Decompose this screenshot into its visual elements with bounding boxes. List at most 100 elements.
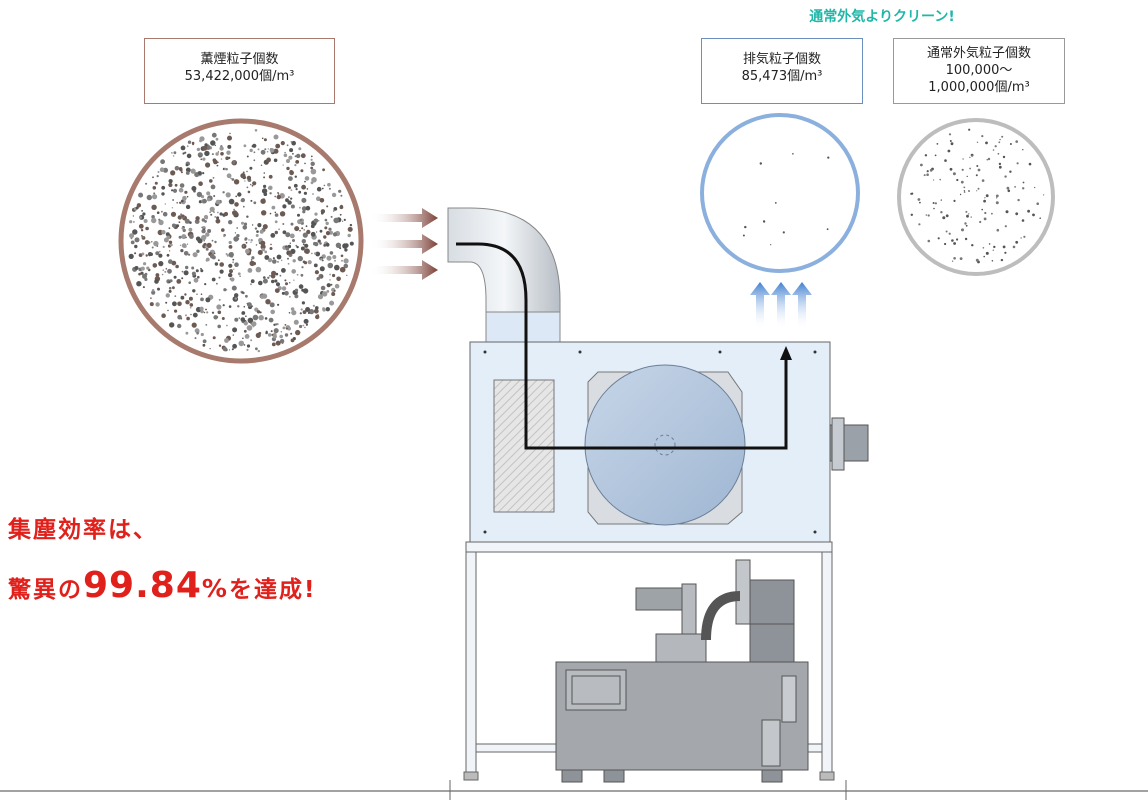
particle-dot xyxy=(198,200,202,204)
exhaust-particle-title: 排気粒子個数 xyxy=(742,52,821,67)
particle-dot xyxy=(209,211,211,213)
particle-dot xyxy=(180,295,185,300)
particle-dot xyxy=(221,228,225,232)
particle-dot xyxy=(339,213,342,216)
efficiency-line2: 驚異の99.84%を達成! xyxy=(8,565,316,606)
particle-dot xyxy=(266,150,269,153)
particle-dot xyxy=(211,153,214,156)
particle-dot xyxy=(206,191,211,196)
particle-dot xyxy=(246,344,251,348)
particle-dot xyxy=(201,229,206,234)
particle-dot xyxy=(241,243,247,249)
particle-dot xyxy=(157,171,160,173)
particle-dot xyxy=(159,167,165,172)
particle-dot xyxy=(310,231,316,237)
particle-dot xyxy=(272,259,277,264)
particle-dot xyxy=(151,241,153,243)
particle-dot xyxy=(219,262,224,267)
exhaust-particle-circle xyxy=(700,113,860,273)
particle-dot xyxy=(281,286,287,291)
particle-dot xyxy=(992,249,994,251)
particle-dot xyxy=(296,245,299,249)
particle-dot xyxy=(945,214,949,218)
particle-dot xyxy=(333,217,340,224)
particle-dot xyxy=(303,318,309,324)
particle-dot xyxy=(299,312,302,315)
particle-dot xyxy=(229,269,233,274)
particle-dot xyxy=(250,279,255,284)
particle-dot xyxy=(294,226,300,232)
particle-dot xyxy=(273,328,279,334)
particle-dot xyxy=(181,227,184,230)
particle-dot xyxy=(155,251,160,256)
particle-dot xyxy=(288,312,291,314)
particle-dot xyxy=(976,190,978,192)
particle-dot xyxy=(286,159,290,163)
particle-dot xyxy=(199,306,204,311)
particle-dot xyxy=(185,167,191,173)
particle-dot xyxy=(934,202,938,205)
particle-dot xyxy=(257,349,260,353)
particle-dot xyxy=(217,259,220,262)
particle-dot xyxy=(205,324,208,326)
particle-dot xyxy=(161,313,166,319)
particle-dot xyxy=(991,260,994,262)
particle-dot xyxy=(996,228,1000,232)
particle-dot xyxy=(166,235,170,239)
particle-dot xyxy=(983,217,987,221)
particle-dot xyxy=(291,269,297,274)
particle-dot xyxy=(251,321,257,327)
particle-dot xyxy=(937,237,940,240)
particle-dot xyxy=(188,296,193,301)
outside-particles xyxy=(910,128,1045,264)
particle-dot xyxy=(142,286,145,289)
particle-dot xyxy=(201,226,203,228)
particle-dot xyxy=(328,227,332,231)
particle-dot xyxy=(942,216,946,220)
particle-dot xyxy=(992,149,995,151)
particle-dot xyxy=(230,177,232,180)
particle-dot xyxy=(161,230,166,235)
particle-dot xyxy=(255,244,258,246)
particle-dot xyxy=(332,255,337,259)
particle-dot xyxy=(174,309,178,313)
particle-dot xyxy=(251,256,255,260)
headline-clean: 通常外気よりクリーン! xyxy=(809,9,955,25)
particle-dot xyxy=(246,348,249,351)
particle-dot xyxy=(136,281,142,287)
efficiency-percent: % xyxy=(201,574,229,603)
particle-dot xyxy=(1039,217,1041,219)
particle-dot xyxy=(966,214,969,218)
particle-dot xyxy=(295,329,301,336)
particle-dot xyxy=(953,199,956,202)
particle-dot xyxy=(221,317,225,320)
particle-dot xyxy=(200,158,203,161)
particle-dot xyxy=(145,226,149,231)
particle-dot xyxy=(1022,187,1025,190)
particle-dot xyxy=(258,280,263,286)
particle-dot xyxy=(332,210,335,212)
particle-dot xyxy=(197,275,200,279)
particle-dot xyxy=(293,279,295,281)
particle-dot xyxy=(206,242,212,248)
particle-dot xyxy=(212,336,216,340)
particle-dot xyxy=(200,297,204,302)
particle-dot xyxy=(176,224,180,228)
particle-dot xyxy=(316,186,322,192)
particle-dot xyxy=(289,148,294,153)
particle-dot xyxy=(256,310,261,314)
particle-dot xyxy=(202,145,208,151)
particle-dot xyxy=(317,294,324,300)
particle-dot xyxy=(172,188,178,193)
particle-dot xyxy=(264,148,267,151)
particle-dot xyxy=(155,302,160,307)
particle-dot xyxy=(287,200,292,205)
particle-dot xyxy=(297,255,303,262)
particle-dot xyxy=(155,273,160,277)
particle-dot xyxy=(299,229,301,232)
particle-dot xyxy=(169,279,173,283)
particle-dot xyxy=(247,216,249,218)
particle-dot xyxy=(171,223,176,228)
particle-dot xyxy=(956,178,959,182)
particle-dot xyxy=(200,332,204,337)
